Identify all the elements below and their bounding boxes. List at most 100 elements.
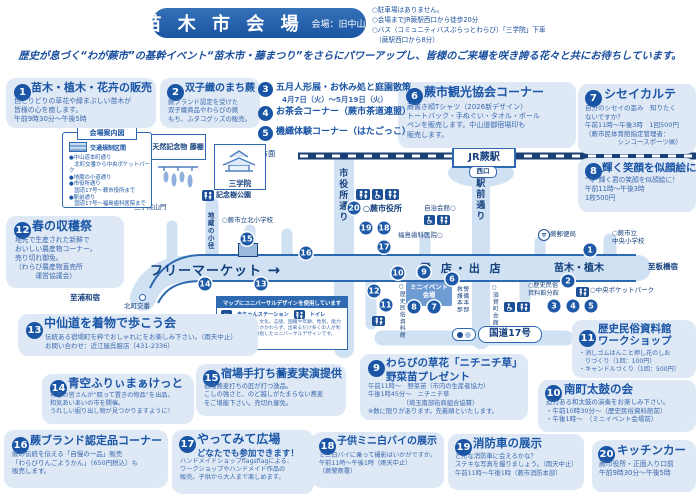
temple-illustration-icon xyxy=(222,150,256,172)
item-body-18: ミニ白バイに乗って撮影はいかがですか。 午前11時～午後1時（雨天中止） （蕨警… xyxy=(319,452,437,476)
event-item-17 xyxy=(172,430,314,494)
item-title-16: 蕨ブランド認定品コーナー xyxy=(30,434,162,447)
map-marker-12: 12 xyxy=(367,284,381,298)
item-number-20: 20 xyxy=(598,446,615,463)
map-label-sugacho-hall: ○須賀町会館 xyxy=(491,285,498,326)
flea-market-text: フリーマーケット xyxy=(150,264,263,279)
item-title-19: 消防車の展示 xyxy=(473,436,542,450)
toilet-icon xyxy=(202,190,214,201)
map-marker-9: 9 xyxy=(417,265,431,279)
kitamachi-koban-dot xyxy=(139,294,146,301)
item-title-8: 輝く笑顔を似顔絵に xyxy=(602,162,697,174)
event-item-1 xyxy=(6,78,156,128)
restriction-swatch xyxy=(69,142,87,152)
baby-station-label: 赤ちゃんステーション xyxy=(237,312,289,318)
item-title-11: 歴史民俗資料館 ワークショップ xyxy=(598,323,672,348)
item-number-5: 5 xyxy=(258,126,273,141)
item-body-14: 有志の皆さんが“取って置きの物品”を出品。 和気あいあいの市を開催。 うれしい掘… xyxy=(50,392,174,416)
naegi-road-label: 苗木・植木 xyxy=(554,263,604,274)
map-label-history-museum: ○歴史民俗資料館 xyxy=(398,284,405,339)
item-number-4: 4 xyxy=(258,106,273,121)
wheelchair-icon xyxy=(504,302,515,312)
item-number-13: 13 xyxy=(26,322,43,339)
item-date-3: 4月7日（火）～5月19日（火） xyxy=(282,95,388,104)
item-body-15: 宿場蕎麦打ちの匠が打つ逸品。 こしの強さと、のど越しがたまらない蕎麦 をご堪能下… xyxy=(204,383,324,407)
map-marker-13: 13 xyxy=(254,277,268,291)
item-title2-17: どなたでも参加できます！ xyxy=(197,449,299,459)
map-label-itabashi: 至板橋宿 xyxy=(648,262,678,271)
map-marker-4: 4 xyxy=(566,299,580,313)
title-banner: 苗 木 市 会 場 会場：旧中山道 xyxy=(143,8,375,38)
map-marker-15: 15 xyxy=(240,232,254,246)
item-title-9: わらびの草花「ニチニチ草」 xyxy=(386,357,523,369)
item-number-2: 2 xyxy=(167,84,184,101)
map-label-chuo-elementary: ○蕨市立 中央小学校 xyxy=(612,229,645,246)
map-label-kitamachi-koban: 北町交番 xyxy=(124,302,150,310)
map-label-kita-elementary: ○蕨市立北小学校 xyxy=(222,216,274,224)
item-title-4: お茶会コーナー（蕨市茶道連盟） xyxy=(276,107,412,117)
sangakuin-temple-box: 三学院 xyxy=(214,144,266,190)
toilet-icon xyxy=(372,316,385,326)
item-number-8: 8 xyxy=(585,163,602,180)
toilet-icon xyxy=(356,189,370,200)
page-title: 苗 木 市 会 場 xyxy=(143,14,304,35)
toilet-icon xyxy=(293,310,305,319)
wheelchair-icon xyxy=(424,215,435,225)
post-office-icon xyxy=(538,229,550,241)
item-body-11: ・消しゴムはんこと押し花のしお りづくり（1回：100円） ・キャンドルづくり（… xyxy=(579,350,680,374)
map-marker-10: 10 xyxy=(391,266,405,280)
item-body-16: 蕨の伝統を伝える「自慢の一品」販売 「わらびりんごようかん」（650円税込）も … xyxy=(12,450,139,476)
item-title-1: 苗木・植木・花卉の販売 xyxy=(31,81,152,94)
map-label-jr-warabi-station: JR蕨駅 xyxy=(452,147,516,168)
toilet-icon xyxy=(437,215,450,225)
access-notes: ○駐車場はありません。 ○会場までJR蕨駅西口から徒歩20分 ○バス（コミュニテ… xyxy=(372,6,546,44)
map-label-kinenju-park: 記念樹公園 xyxy=(216,191,251,199)
item-body-12: 地元で生産された新鮮で おいしい農産物コーナー。 売り切れ御免。 （わらび農産物… xyxy=(15,236,97,280)
item-number-14: 14 xyxy=(50,380,67,397)
map-marker-19: 19 xyxy=(359,221,373,235)
roten-road-label: 露 店・出 店 xyxy=(420,262,504,275)
item-title-17: やってみて広場 xyxy=(197,432,281,446)
item-title-20: キッチンカー xyxy=(617,443,686,457)
event-item-13 xyxy=(18,314,258,356)
toilet-icon xyxy=(576,287,589,297)
item-body-2: 蕨ブランド認定を受けた 双子織商品やわらびの蕨 もち、ふタコグッズの販売。 xyxy=(168,98,252,123)
map-marker-18: 18 xyxy=(377,221,391,235)
map-label-rekimin-annex: ○歴史民俗 資料館分館 xyxy=(528,282,559,297)
map-label-route17: 国道17号 xyxy=(478,326,542,343)
map-label-west-exit: 西口 xyxy=(469,166,497,178)
map-label-ekimae-street: 駅前通り xyxy=(474,178,485,222)
event-item-14 xyxy=(42,374,194,424)
item-title-2: 双子織のまち蕨 xyxy=(185,83,255,94)
map-marker-8: 8 xyxy=(407,300,421,314)
item-body-6: 蕨書き順Tシャツ（2026新デザイン） トートバック・手ぬぐい・タオル・ボール … xyxy=(407,103,540,139)
item-body-17: ハンドメイドショップflagsflagによる、 ワークショップやハンドメイド作品… xyxy=(180,458,293,482)
item-number-6: 6 xyxy=(406,88,423,105)
item-number-15: 15 xyxy=(203,370,220,387)
universal-design-legend: マップにユニバーサルデザインを使用しています 赤ちゃんステーション トイレ ピク… xyxy=(216,296,348,350)
map-marker-20: 20 xyxy=(347,201,361,215)
map-marker-14: 14 xyxy=(198,277,212,291)
map-label-jichikaikan: 自治会館○ xyxy=(424,204,456,212)
event-item-11 xyxy=(572,320,696,378)
item-number-7: 7 xyxy=(585,90,602,107)
item-title-14: 青空ふりぃまぁけっと xyxy=(68,376,183,390)
map-label-shiyakusho-street: 市役所通り xyxy=(337,168,348,223)
ud-legend-note: ピクトグラムは、文化、言語、国籍や年齢、性別、能力など個人の違いにかかわらず、出… xyxy=(221,320,341,337)
item-number-17: 17 xyxy=(179,436,196,453)
item-body-13: 伝統ある宿場町を粋でおしゃれにをお楽しみ下さい。（雨天中止） お問い合わせ：近江… xyxy=(45,333,237,350)
item-title-10: 南町太鼓の会 xyxy=(564,382,633,396)
traffic-signal-icon xyxy=(452,328,476,341)
event-item-15 xyxy=(196,364,346,416)
event-item-10 xyxy=(538,380,696,432)
legend-road-list: ●中山道本町通り 北町交番から中央ポケットパーク ●地蔵の小道通り ●市役所通り… xyxy=(69,155,150,208)
map-marker-17: 17 xyxy=(377,240,391,254)
arrow-right-icon: → xyxy=(267,261,282,279)
event-item-16 xyxy=(4,430,168,488)
wheelchair-icon xyxy=(372,189,383,200)
item-title-12: 春の収穫祭 xyxy=(32,219,93,233)
item-number-1: 1 xyxy=(14,84,31,101)
item-number-19: 19 xyxy=(455,439,472,456)
item-number-3: 3 xyxy=(258,82,273,97)
item-body-10: 迫力ある和太鼓の演奏をお楽しみ下さい。 ・午前10時30分～（歴史民俗資料館前）… xyxy=(546,398,670,424)
